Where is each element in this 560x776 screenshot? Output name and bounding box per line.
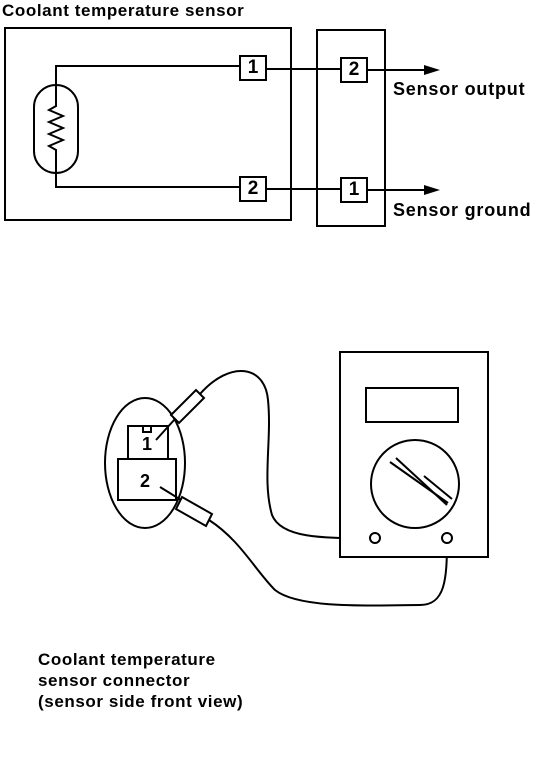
probe-1-body	[169, 388, 206, 425]
dial-pointer-3	[423, 475, 453, 500]
diagram-title: Coolant temperature sensor	[2, 1, 245, 20]
connector-lower-cavity	[117, 458, 177, 501]
thermistor-resistor-symbol	[46, 100, 66, 158]
connector-pin-2-label: 2	[139, 471, 150, 491]
meter-jack-input	[441, 532, 453, 544]
connector-pin-1-label: 1	[141, 434, 152, 454]
connector-lock-tab	[142, 425, 152, 433]
wire-thermistor-to-pin-2	[55, 158, 239, 188]
caption-line-3: (sensor side front view)	[38, 692, 244, 711]
multimeter-selector-dial	[370, 439, 460, 529]
sensor-output-arrow	[424, 65, 440, 75]
sensor-housing-box	[4, 27, 292, 221]
multimeter-display	[365, 387, 459, 423]
probe-2-body	[174, 495, 214, 528]
probe-2-lead	[208, 519, 448, 607]
sensor-ground-arrow	[424, 185, 440, 195]
harness-connector-box	[316, 29, 386, 227]
wire-thermistor-to-pin-1	[55, 65, 239, 100]
probe-1-tip	[155, 418, 176, 441]
sensor-pin-1-label: 1	[239, 55, 267, 81]
caption-line-1: Coolant temperature	[38, 650, 216, 669]
dial-pointer-2	[395, 457, 448, 506]
caption-line-2: sensor connector	[38, 671, 191, 690]
connector-caption: Coolant temperature sensor connector (se…	[38, 649, 243, 712]
harness-pin-1-label: 1	[340, 177, 368, 203]
probe-1-lead	[199, 369, 376, 540]
meter-jack-com	[369, 532, 381, 544]
harness-pin-2-label: 2	[340, 57, 368, 83]
sensor-ground-label: Sensor ground	[393, 200, 532, 220]
connector-oval	[104, 397, 186, 529]
multimeter-body	[339, 351, 489, 558]
sensor-output-label: Sensor output	[393, 79, 526, 99]
sensor-pin-2-label: 2	[239, 176, 267, 202]
